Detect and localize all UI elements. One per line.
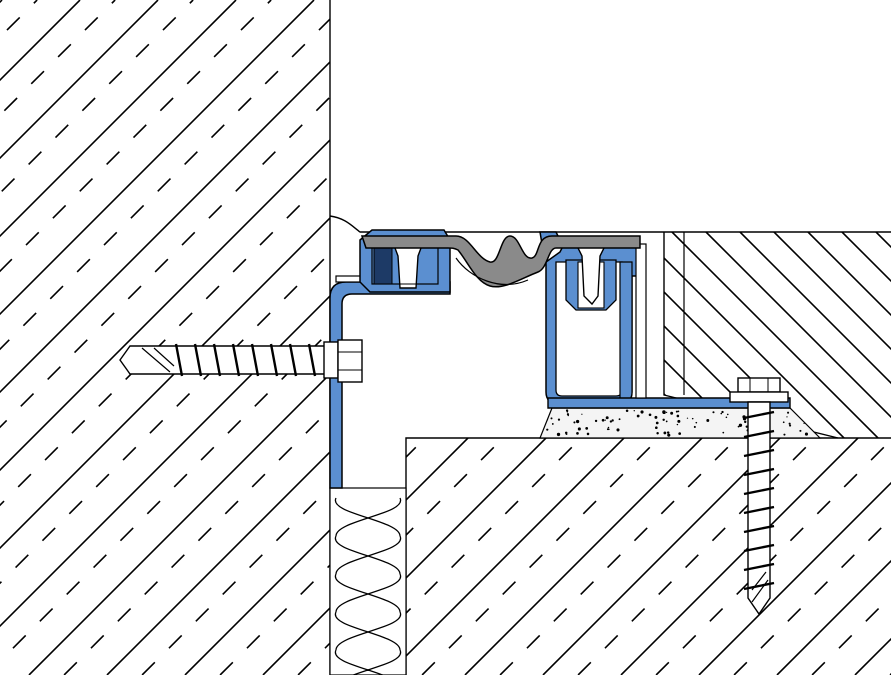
aluminium-channel-profile	[539, 231, 791, 409]
concrete-slab	[405, 437, 891, 675]
insulation-filler	[329, 487, 407, 675]
upper-edge	[329, 215, 891, 233]
rubber-seal-insert	[360, 235, 641, 288]
mortar-bed	[539, 407, 822, 439]
floor-anchor-bolt	[729, 377, 789, 616]
wall-anchor-bolt	[119, 339, 363, 383]
